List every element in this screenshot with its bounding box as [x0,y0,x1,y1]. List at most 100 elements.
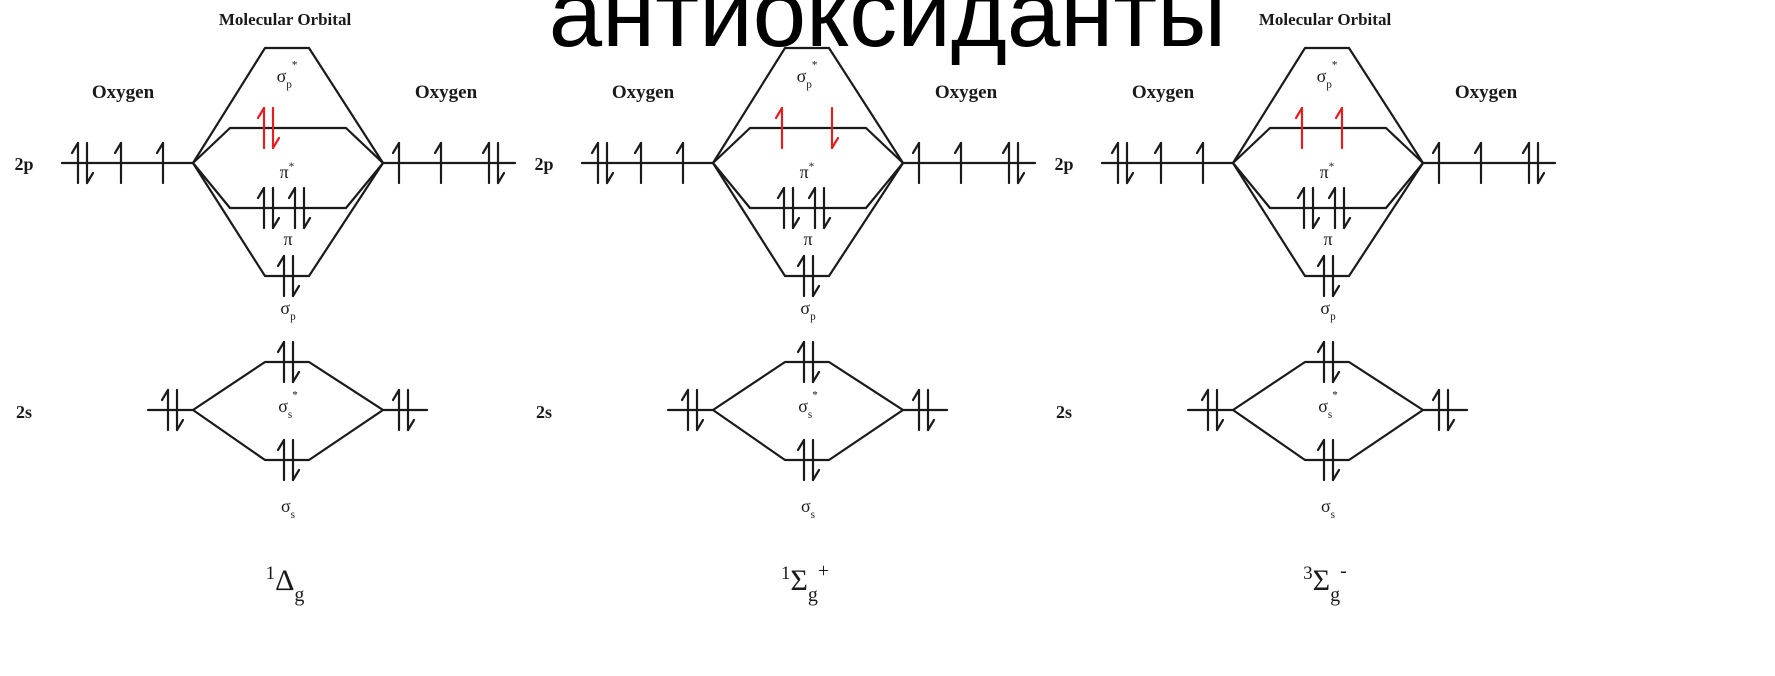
atomic-2p-left-electron [113,141,123,185]
electron-up-arrow [776,186,786,230]
sigma-p-label: σp [280,298,296,323]
oxygen-right-label: Oxygen [1455,82,1518,103]
oxygen-right-label: Oxygen [415,82,478,103]
pi-star-label: π* [280,161,295,182]
sigma-s-electron-pair [796,438,821,482]
sigma-s-star-label: σs* [278,390,298,422]
electron-up-arrow [70,141,80,185]
pi-label: π [283,229,292,249]
oxygen-right-label: Oxygen [935,82,998,103]
atomic-2s-left-pair [1200,388,1225,432]
electron-down-arrow [1311,186,1321,230]
electron-down-arrow [811,438,821,482]
level-2p-label: 2p [1054,154,1073,174]
sigma-s-star-electron-pair [276,340,301,384]
atomic-2s-right-pair [911,388,936,432]
pi-star-electron-up [1294,106,1304,150]
atomic-2p-right-pair [1521,141,1546,185]
atomic-2p-right-electron [1431,141,1441,185]
pi-star-label: π* [800,161,815,182]
sigma-p-connector [192,162,384,278]
atomic-2s-left-pair [160,388,185,432]
atomic-2p-right-pair [481,141,506,185]
electron-up-arrow [1431,388,1441,432]
level-2s-label: 2s [536,402,552,422]
pi-star-electron-pair [256,106,281,150]
term-symbol: 1Σg+ [781,560,829,606]
atomic-2p-left-electron [633,141,643,185]
level-2p-label: 2p [534,154,553,174]
electron-down-arrow [271,106,281,150]
electron-down-arrow [1342,186,1352,230]
atomic-2s-left-pair [680,388,705,432]
sigma-s-star-electron-pair [1316,340,1341,384]
electron-up-arrow [680,388,690,432]
electron-up-arrow [796,254,806,298]
pi-label: π [1323,229,1332,249]
pi-star-level [192,126,384,164]
electron-up-arrow [1200,388,1210,432]
electron-up-arrow [796,340,806,384]
pi-electron-pair [1296,186,1321,230]
sigma-p-electron-pair [1316,254,1341,298]
pi-electron-pair [1327,186,1352,230]
atomic-2p-left-pair [1110,141,1135,185]
sigma-p-star-label: σp* [277,60,298,92]
sigma-p-star-connector [1232,46,1424,164]
sigma-s-label: σs [801,496,815,521]
sigma-p-star-label: σp* [1317,60,1338,92]
electron-down-arrow [291,438,301,482]
sigma-p-star-connector [712,46,904,164]
electron-down-arrow [791,186,801,230]
electron-up-arrow [1001,141,1011,185]
atomic-2p-left-electron [675,141,685,185]
electron-down-arrow [496,141,506,185]
atomic-2p-right-electron [391,141,401,185]
atomic-2p-right-electron [1473,141,1483,185]
sigma-p-label: σp [800,298,816,323]
electron-up-arrow [1316,254,1326,298]
atomic-2p-left-electron [1153,141,1163,185]
sigma-p-connector [1232,162,1424,278]
atomic-2p-left-pair [70,141,95,185]
atomic-2s-right-pair [391,388,416,432]
pi-electron-pair [807,186,832,230]
electron-down-arrow [695,388,705,432]
sigma-s-star-electron-pair [796,340,821,384]
sigma-p-electron-pair [796,254,821,298]
electron-down-arrow [1125,141,1135,185]
electron-down-arrow [1331,254,1341,298]
sigma-s-star-label: σs* [798,390,818,422]
pi-level [712,162,904,210]
electron-down-arrow [926,388,936,432]
pi-star-label: π* [1320,161,1335,182]
electron-up-arrow [1296,186,1306,230]
atomic-2s-right-pair [1431,388,1456,432]
pi-star-level [1232,126,1424,164]
electron-down-arrow [811,340,821,384]
electron-down-arrow [1016,141,1026,185]
electron-down-arrow [1215,388,1225,432]
electron-down-arrow [291,254,301,298]
electron-up-arrow [287,186,297,230]
electron-down-arrow [85,141,95,185]
atomic-2p-right-electron [953,141,963,185]
electron-down-arrow [811,254,821,298]
term-symbol: 3Σg- [1303,560,1347,606]
electron-up-arrow [276,340,286,384]
sigma-p-connector [712,162,904,278]
electron-down-arrow [605,141,615,185]
electron-up-arrow [276,254,286,298]
sigma-p-label: σp [1320,298,1336,323]
sigma-s-label: σs [281,496,295,521]
sigma-s-electron-pair [276,438,301,482]
pi-star-electron-down [830,106,840,150]
electron-up-arrow [256,106,266,150]
electron-down-arrow [822,186,832,230]
sigma-s-star-label: σs* [1318,390,1338,422]
sigma-p-star-connector [192,46,384,164]
electron-down-arrow [175,388,185,432]
level-2s-label: 2s [16,402,32,422]
